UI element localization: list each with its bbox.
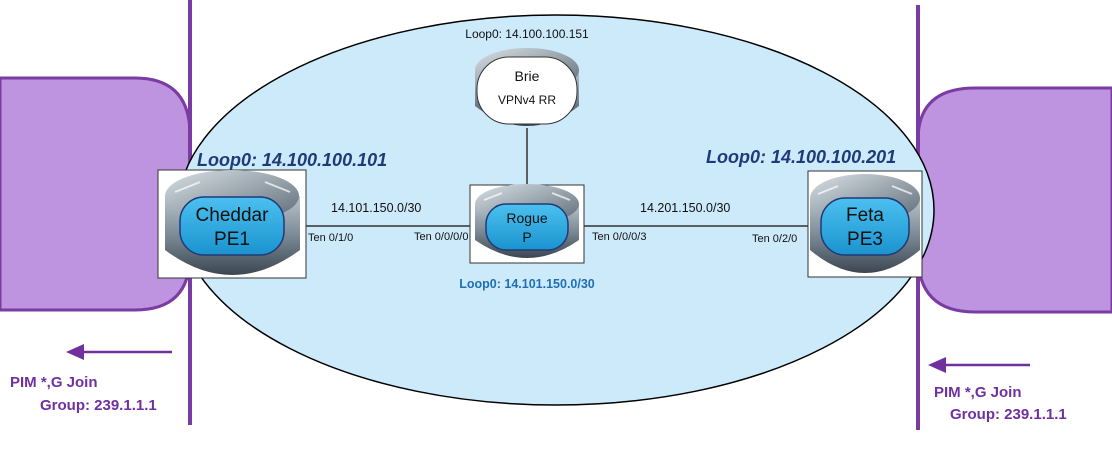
pim-join-left: PIM *,G Join Group: 239.1.1.1 <box>10 344 172 414</box>
loopback-feta: Loop0: 14.100.100.201 <box>706 147 896 167</box>
pim-right-line1: PIM *,G Join <box>934 384 1022 401</box>
router-feta-role: PE3 <box>847 229 883 250</box>
router-rogue[interactable]: Rogue P <box>469 184 585 264</box>
link-label-rogue-feta: 14.201.150.0/30 <box>640 201 730 215</box>
pim-right-line2: Group: 239.1.1.1 <box>950 406 1067 423</box>
pim-left-line2: Group: 239.1.1.1 <box>40 397 157 414</box>
link-label-cheddar-rogue: 14.101.150.0/30 <box>331 201 421 215</box>
loopback-cheddar: Loop0: 14.100.100.101 <box>197 150 387 170</box>
router-rogue-role: P <box>522 229 531 245</box>
interface-feta: Ten 0/2/0 <box>752 233 797 245</box>
router-cheddar-name: Cheddar <box>196 205 270 226</box>
interface-cheddar: Ten 0/1/0 <box>308 232 353 244</box>
router-cheddar[interactable]: Cheddar PE1 <box>157 169 307 279</box>
interface-rogue-left: Ten 0/0/0/0 <box>414 231 468 243</box>
router-feta[interactable]: Feta PE3 <box>807 170 923 278</box>
router-brie-role: VPNv4 RR <box>498 93 556 107</box>
router-cheddar-role: PE1 <box>214 229 250 250</box>
pim-left-line1: PIM *,G Join <box>10 374 98 391</box>
router-brie[interactable]: Brie VPNv4 RR <box>475 48 579 126</box>
router-rogue-name: Rogue <box>506 210 547 226</box>
router-brie-name: Brie <box>515 68 540 84</box>
loopback-brie: Loop0: 14.100.100.151 <box>465 27 589 41</box>
loopback-rogue: Loop0: 14.101.150.0/30 <box>459 277 595 291</box>
pim-join-right: PIM *,G Join Group: 239.1.1.1 <box>928 357 1067 423</box>
router-feta-name: Feta <box>846 205 884 226</box>
interface-rogue-right: Ten 0/0/0/3 <box>592 231 646 243</box>
